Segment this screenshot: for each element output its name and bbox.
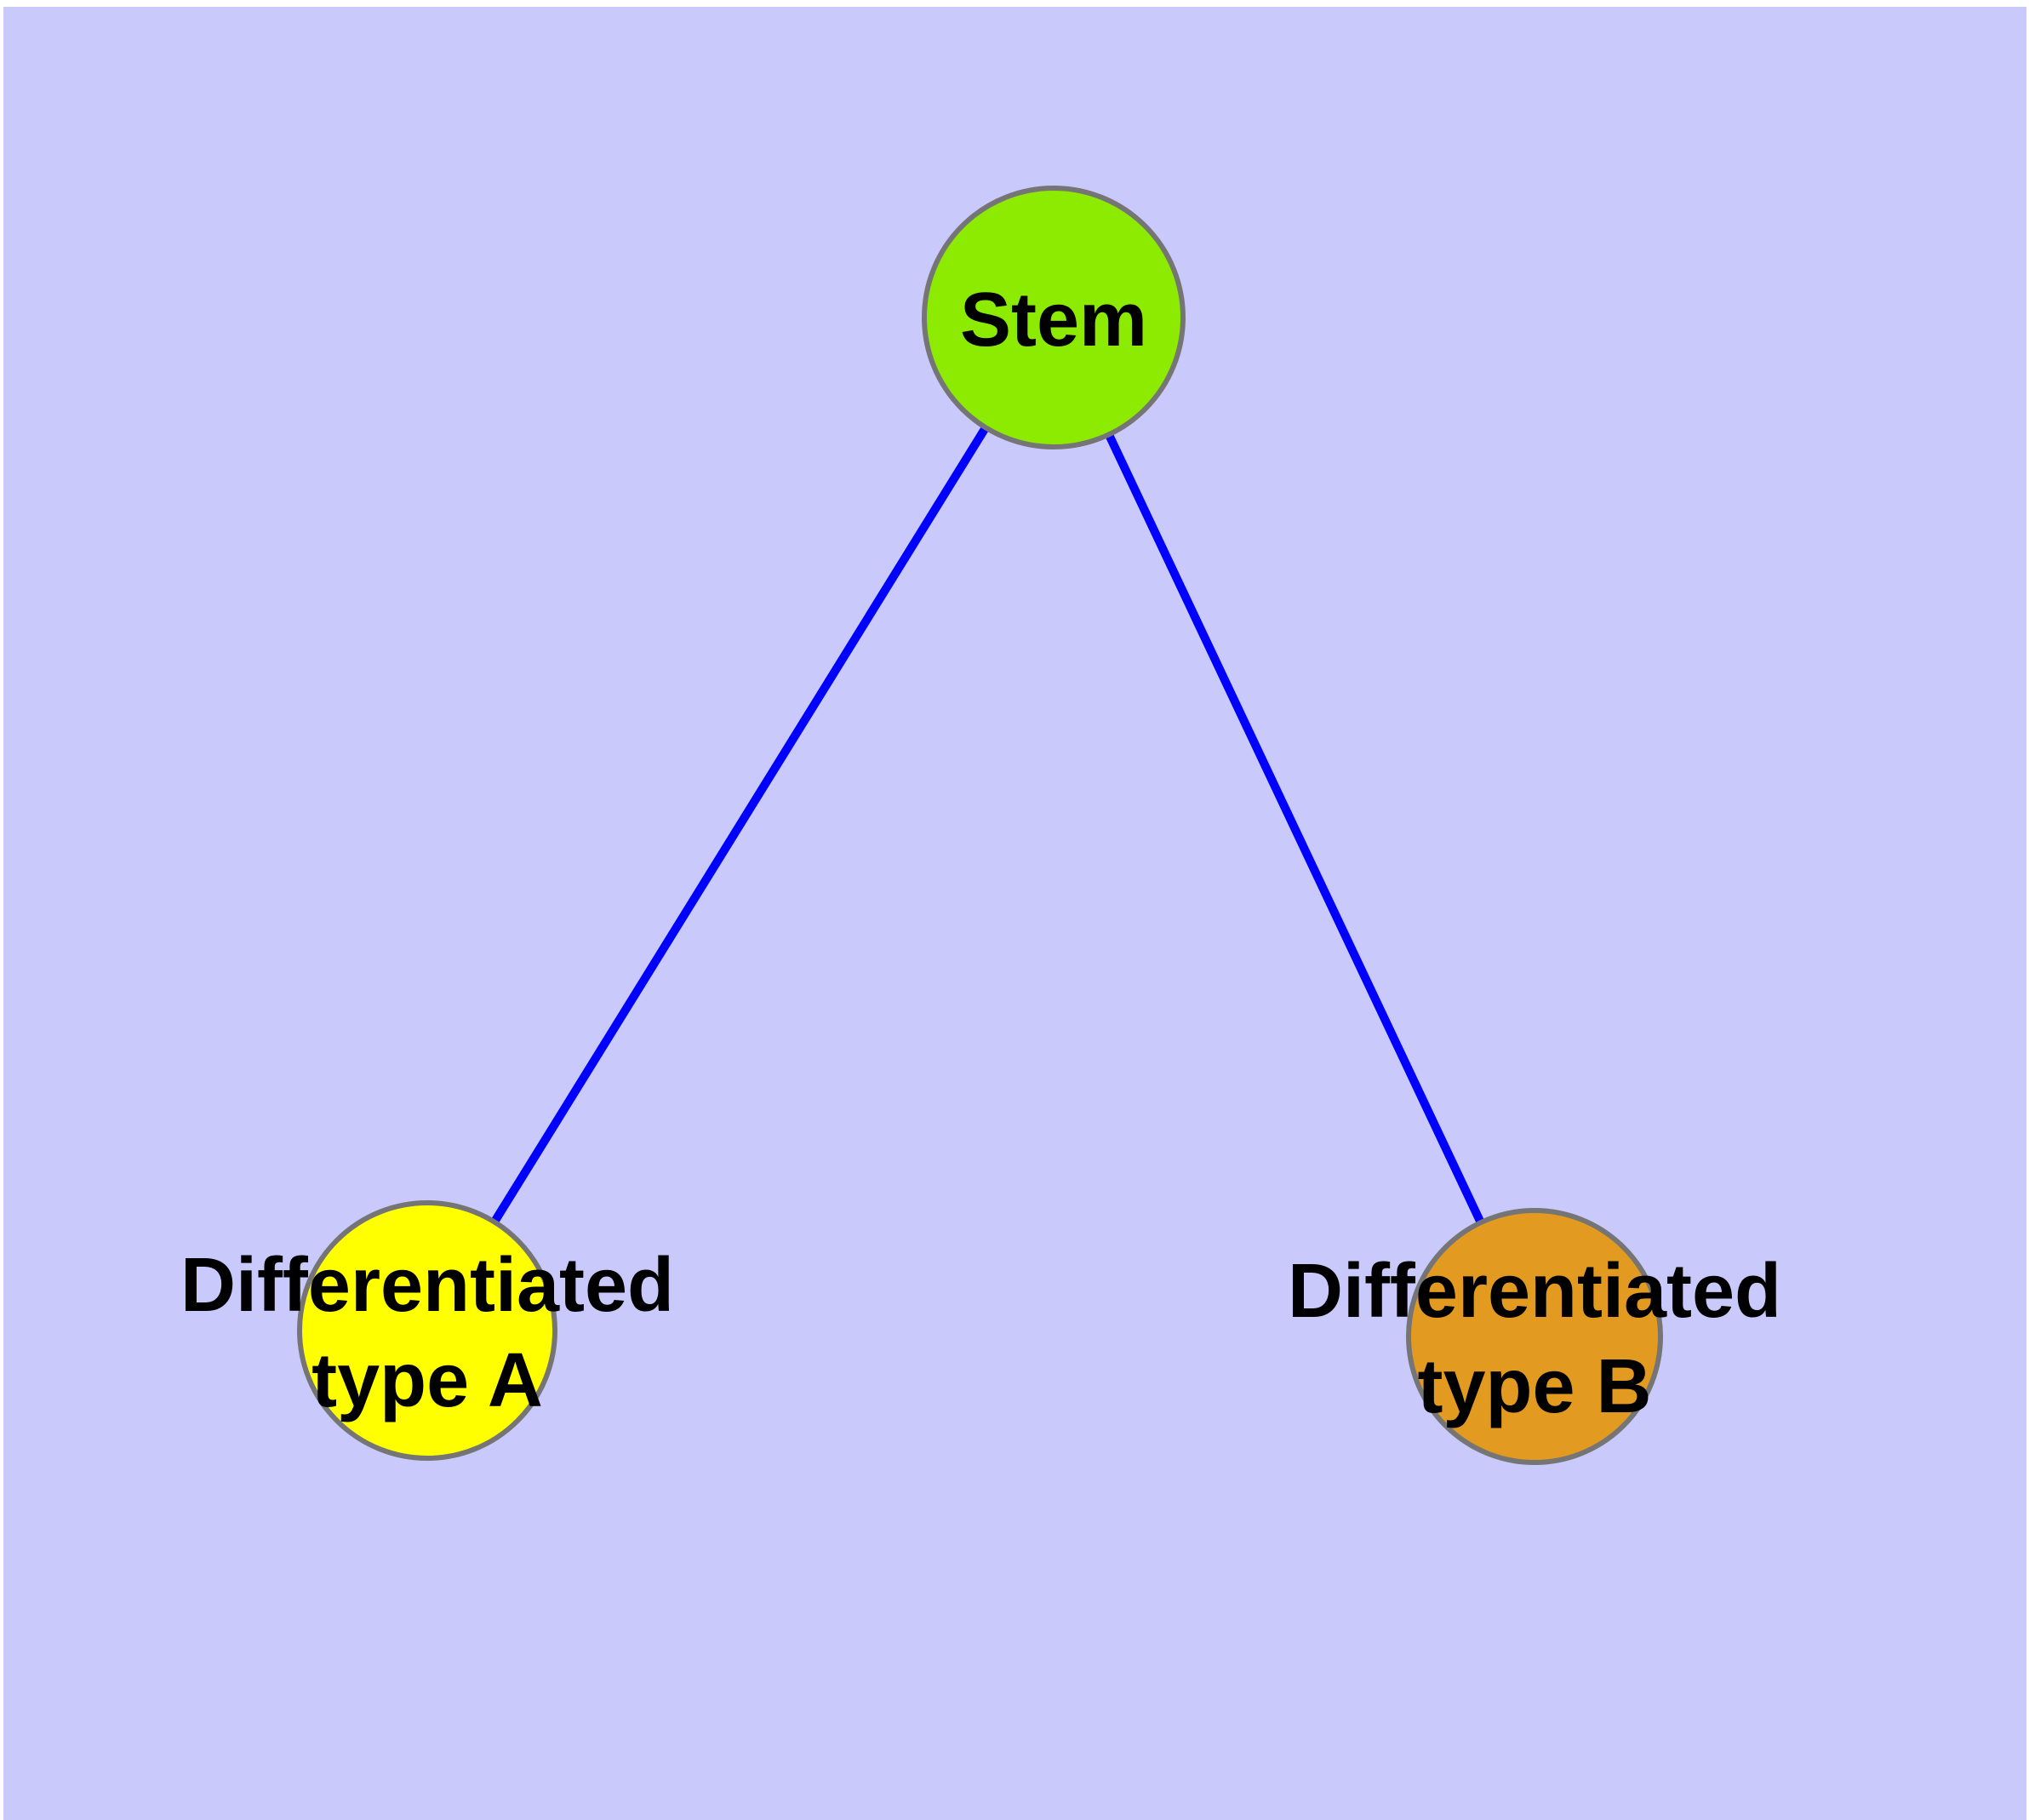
node-differentiated-type-b-label-line: type B [1417, 1344, 1651, 1429]
node-stem-label-line: Stem [960, 278, 1147, 363]
node-differentiated-type-a-label-line: Differentiated [180, 1243, 674, 1328]
node-differentiated-type-b [1406, 1208, 1663, 1465]
edge-stem-to-differentiated-type-b [1049, 315, 1539, 1339]
node-stem [922, 186, 1186, 449]
node-differentiated-type-a-label: Differentiated type A [180, 1243, 674, 1423]
edge-stem-to-differentiated-type-a [423, 315, 1058, 1333]
node-differentiated-type-a [297, 1200, 557, 1461]
node-differentiated-type-a-label-line: type A [311, 1338, 543, 1423]
node-differentiated-type-b-label: Differentiated type B [1288, 1249, 1781, 1429]
node-differentiated-type-b-label-line: Differentiated [1288, 1249, 1781, 1334]
node-stem-label: Stem [960, 278, 1147, 363]
